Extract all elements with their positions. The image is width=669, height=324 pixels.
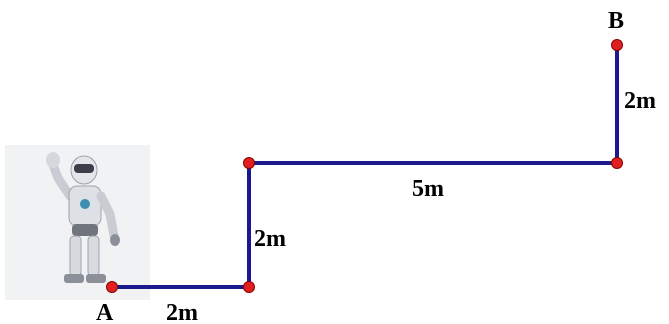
point-a-label: A bbox=[96, 300, 114, 324]
segment-3-length: 5m bbox=[412, 176, 444, 202]
corner-point-3 bbox=[611, 157, 623, 169]
corner-point-2 bbox=[243, 157, 255, 169]
robot-icon bbox=[5, 145, 150, 300]
route-path bbox=[112, 45, 619, 289]
point-b-label: B bbox=[608, 8, 624, 34]
segment-1-length: 2m bbox=[166, 300, 198, 324]
point-a bbox=[106, 281, 118, 293]
segment-2-length: 2m bbox=[254, 226, 286, 252]
segment-4-length: 2m bbox=[624, 88, 656, 114]
point-b bbox=[611, 39, 623, 51]
corner-point-1 bbox=[243, 281, 255, 293]
